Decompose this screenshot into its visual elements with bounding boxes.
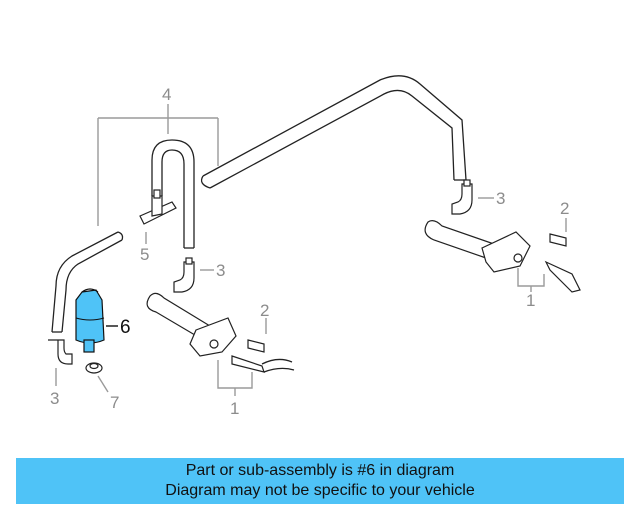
tee-connector — [139, 189, 177, 225]
callout-5: 5 — [140, 245, 149, 264]
parts-diagram: 4 3 3 3 5 2 2 1 1 6 7 — [48, 75, 581, 418]
elbow-connector-middle — [173, 257, 195, 293]
nozzle-assembly-right — [424, 220, 581, 293]
callout-3-top-right: 3 — [496, 189, 505, 208]
callout-2-right: 2 — [560, 199, 569, 218]
callout-1-middle: 1 — [230, 399, 239, 418]
callout-1-right: 1 — [526, 291, 535, 310]
washer-pump-highlighted — [75, 288, 105, 353]
elbow-connector-left — [48, 339, 73, 365]
callout-lines — [55, 104, 567, 396]
nozzle-assembly-middle — [146, 292, 295, 373]
bolt-middle — [247, 339, 265, 353]
bolt-right — [549, 233, 567, 247]
banner-line-disclaimer: Diagram may not be specific to your vehi… — [165, 482, 475, 499]
callout-6-highlighted: 6 — [120, 317, 131, 338]
info-banner: Part or sub-assembly is #6 in diagram Di… — [16, 458, 624, 504]
callout-7: 7 — [110, 393, 119, 412]
grommet — [85, 362, 103, 374]
callout-3-middle: 3 — [216, 261, 225, 280]
callout-3-bottom-left: 3 — [50, 389, 59, 408]
callout-2-middle: 2 — [260, 301, 269, 320]
elbow-connector-top-right — [451, 179, 473, 215]
callout-4: 4 — [162, 85, 171, 104]
u-hose — [151, 139, 195, 249]
banner-line-part: Part or sub-assembly is #6 in diagram — [185, 462, 455, 479]
upper-washer-hose — [200, 75, 467, 189]
left-hose — [51, 231, 124, 333]
